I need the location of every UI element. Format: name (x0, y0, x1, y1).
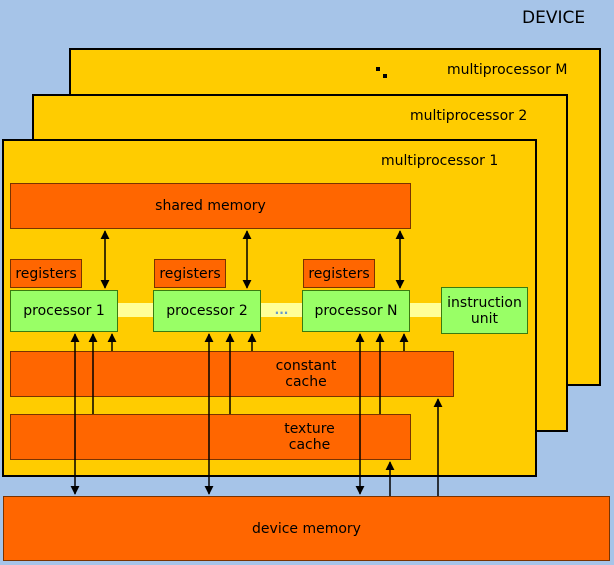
multiprocessor-m-label: multiprocessor M (447, 62, 568, 78)
processor-1: processor 1 (10, 290, 118, 332)
stack-ellipsis-dot-1 (376, 67, 380, 71)
registers-block-2: registers (154, 259, 226, 288)
device-memory-block: device memory (3, 496, 610, 561)
device-title: DEVICE (522, 8, 586, 28)
processor-n: processor N (302, 290, 410, 332)
registers-block-1: registers (10, 259, 82, 288)
multiprocessor-1-label: multiprocessor 1 (381, 153, 499, 169)
processor-2: processor 2 (153, 290, 261, 332)
processor-gap-ellipsis: ... (260, 303, 303, 317)
processor-link-1-2 (117, 303, 154, 317)
shared-memory-block: shared memory (10, 183, 411, 229)
processor-link-n-iu (409, 303, 442, 317)
stack-ellipsis-dot-2 (383, 74, 387, 78)
instruction-unit: instruction unit (441, 287, 528, 334)
registers-block-n: registers (303, 259, 375, 288)
multiprocessor-2-label: multiprocessor 2 (410, 108, 528, 124)
